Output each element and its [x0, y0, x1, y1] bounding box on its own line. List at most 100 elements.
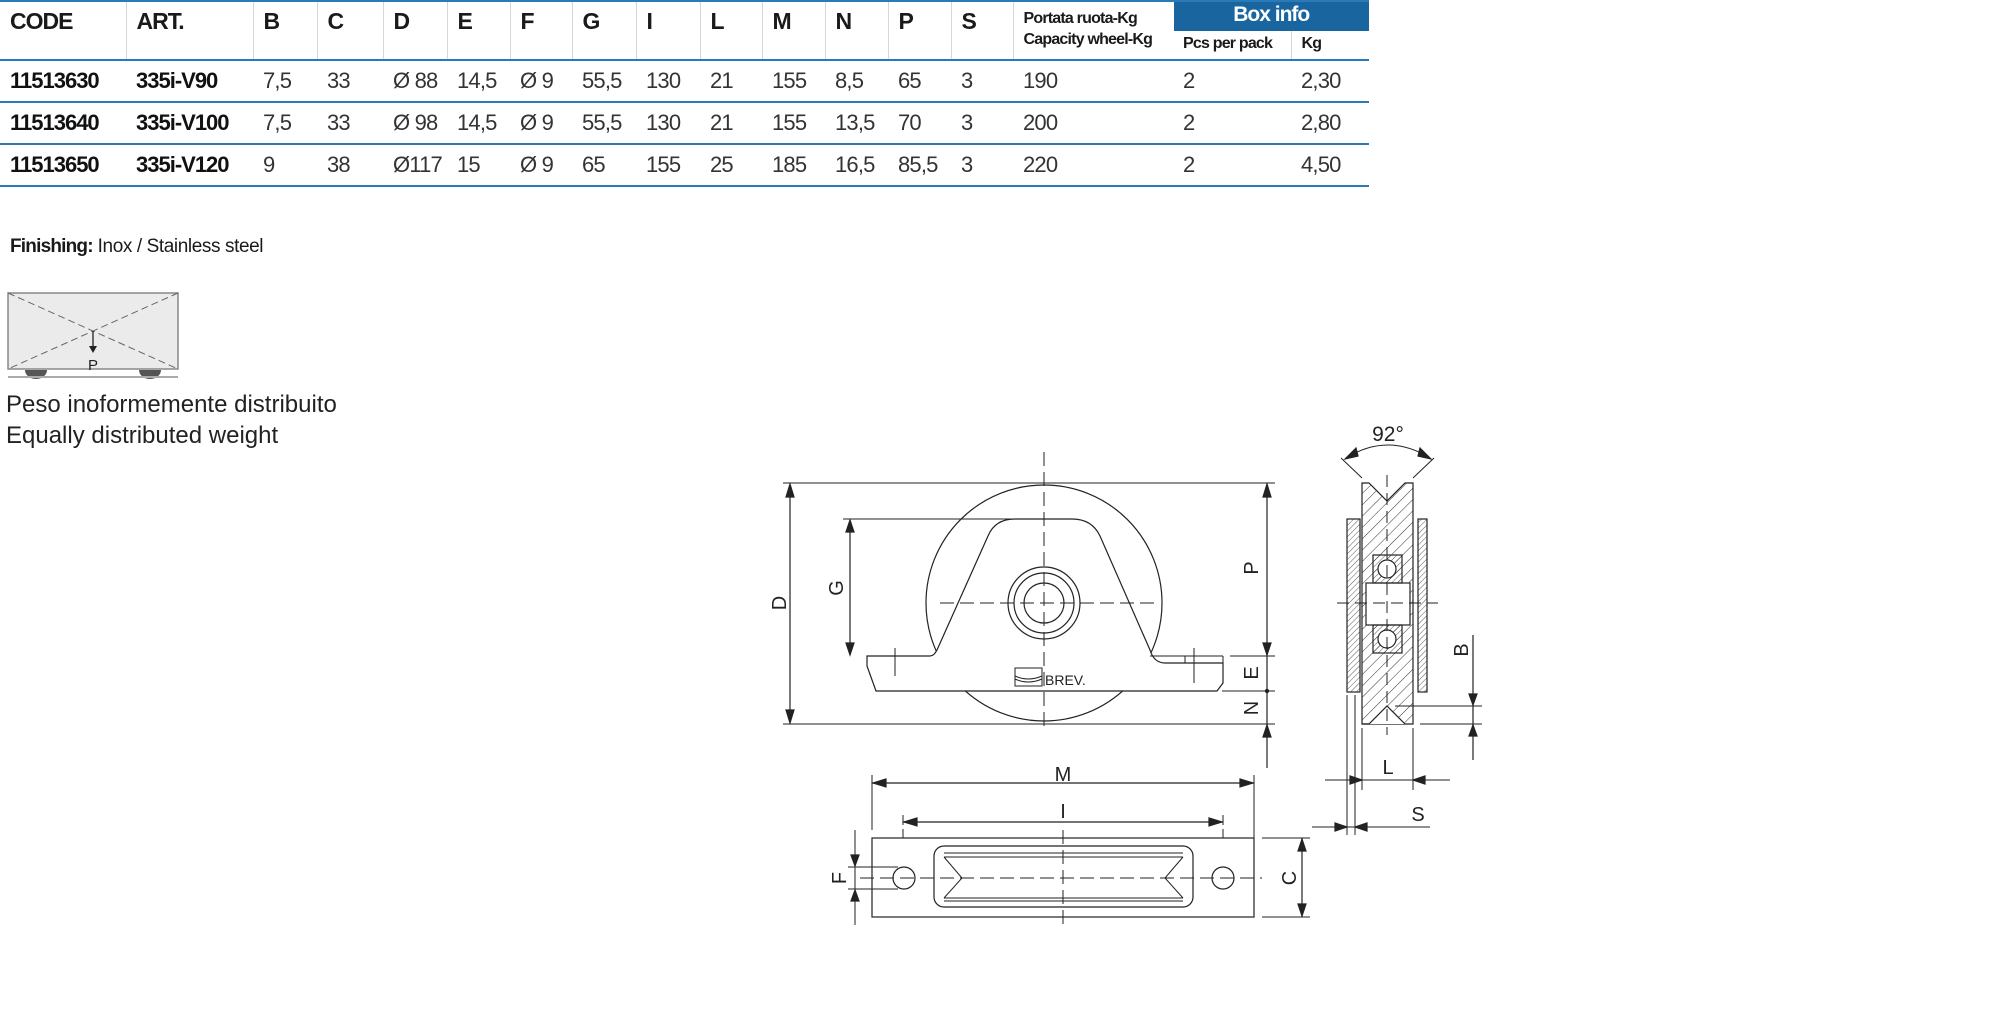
table-cell: 185 [762, 144, 825, 187]
table-cell: 2,80 [1291, 102, 1369, 145]
header-s: S [950, 1, 1013, 61]
table-cell: 130 [636, 60, 700, 103]
header-capacity-it: Portata ruota-Kg [1023, 10, 1138, 27]
dim-label-c: C [1279, 871, 1301, 885]
load-text-en: Equally distributed weight [6, 422, 279, 449]
technical-drawing: D G BREV. P E N 92° [769, 423, 1482, 925]
table-cell: 38 [317, 144, 383, 187]
table-cell: 220 [1013, 144, 1173, 187]
table-cell: 85,5 [888, 144, 951, 187]
header-l: L [699, 1, 762, 61]
table-cell: 13,5 [825, 102, 888, 145]
finishing-note: Finishing: Inox / Stainless steel [10, 236, 264, 258]
table-cell: 3 [951, 144, 1013, 187]
table-cell: 7,5 [253, 60, 317, 103]
table-cell: 65 [888, 60, 951, 103]
header-c: C [316, 1, 383, 61]
table-cell: 65 [572, 144, 636, 187]
cell-code: 11513630 [0, 60, 126, 103]
cell-code: 11513640 [0, 102, 126, 145]
table-cell: 16,5 [825, 144, 888, 187]
header-f: F [509, 1, 572, 61]
top-view: M I F C [829, 764, 1310, 925]
table-cell: 3 [951, 102, 1013, 145]
table-cell: 33 [317, 102, 383, 145]
brand-label: BREV. [1045, 672, 1086, 688]
dim-label-b: B [1451, 643, 1473, 656]
dim-label-m: M [1055, 764, 1072, 786]
dim-label-s: S [1411, 804, 1424, 826]
table-cell: Ø 98 [383, 102, 447, 145]
table-cell: 55,5 [572, 60, 636, 103]
cell-article: 335i-V120 [126, 144, 253, 187]
dim-label-f: F [829, 872, 851, 884]
dim-label-e: E [1241, 666, 1263, 679]
table-cell: Ø117 [383, 144, 447, 187]
table-cell: Ø 9 [510, 144, 572, 187]
table-cell: Ø 88 [383, 60, 447, 103]
front-view: D G BREV. P E N [769, 452, 1275, 768]
table-cell: 3 [951, 60, 1013, 103]
table-cell: 55,5 [572, 102, 636, 145]
table-cell: 4,50 [1291, 144, 1369, 187]
table-cell: 21 [700, 60, 762, 103]
table-cell: 200 [1013, 102, 1173, 145]
header-capacity: Portata ruota-Kg Capacity wheel-Kg [1012, 1, 1173, 61]
load-distribution-icon: P [7, 292, 179, 379]
table-cell: 155 [762, 102, 825, 145]
dim-label-l: L [1382, 757, 1393, 779]
dim-label-n: N [1241, 701, 1263, 715]
table-cell: 155 [636, 144, 700, 187]
angle-label: 92° [1372, 423, 1404, 446]
load-symbol: P [88, 357, 98, 374]
finishing-label: Finishing: [10, 236, 94, 257]
dim-label-d: D [769, 596, 791, 610]
header-p: P [887, 1, 951, 61]
load-text-it: Peso inoformemente distribuito [6, 391, 337, 418]
header-pcs-per-pack: Pcs per pack [1173, 31, 1291, 61]
table-cell: 2 [1173, 102, 1291, 145]
table-cell: 9 [253, 144, 317, 187]
table-cell: Ø 9 [510, 60, 572, 103]
table-cell: 14,5 [447, 60, 510, 103]
header-g: G [571, 1, 636, 61]
table-cell: 15 [447, 144, 510, 187]
header-art: ART. [125, 1, 253, 61]
cell-article: 335i-V100 [126, 102, 253, 145]
header-b: B [252, 1, 317, 61]
side-view: 92° B L S [1312, 423, 1482, 835]
header-n: N [824, 1, 888, 61]
table-cell: Ø 9 [510, 102, 572, 145]
header-kg: Kg [1290, 31, 1369, 61]
brev-logo-icon [1014, 667, 1043, 687]
header-d: D [382, 1, 447, 61]
finishing-value: Inox / Stainless steel [92, 236, 264, 257]
table-cell: 2,30 [1291, 60, 1369, 103]
header-e: E [446, 1, 510, 61]
table-cell: 70 [888, 102, 951, 145]
header-capacity-en: Capacity wheel-Kg [1023, 31, 1153, 48]
table-cell: 14,5 [447, 102, 510, 145]
table-cell: 155 [762, 60, 825, 103]
header-m: M [761, 1, 825, 61]
table-cell: 190 [1013, 60, 1173, 103]
header-box-info: Box info [1172, 1, 1369, 31]
table-cell: 7,5 [253, 102, 317, 145]
dim-label-i: I [1060, 801, 1066, 823]
table-cell: 33 [317, 60, 383, 103]
header-code: CODE [0, 1, 126, 61]
table-cell: 2 [1173, 60, 1291, 103]
table-cell: 2 [1173, 144, 1291, 187]
table-cell: 130 [636, 102, 700, 145]
header-i: I [635, 1, 700, 61]
dim-label-p: P [1241, 561, 1263, 574]
dim-label-g: G [826, 580, 848, 596]
cell-article: 335i-V90 [126, 60, 253, 103]
table-cell: 21 [700, 102, 762, 145]
table-cell: 25 [700, 144, 762, 187]
cell-code: 11513650 [0, 144, 126, 187]
